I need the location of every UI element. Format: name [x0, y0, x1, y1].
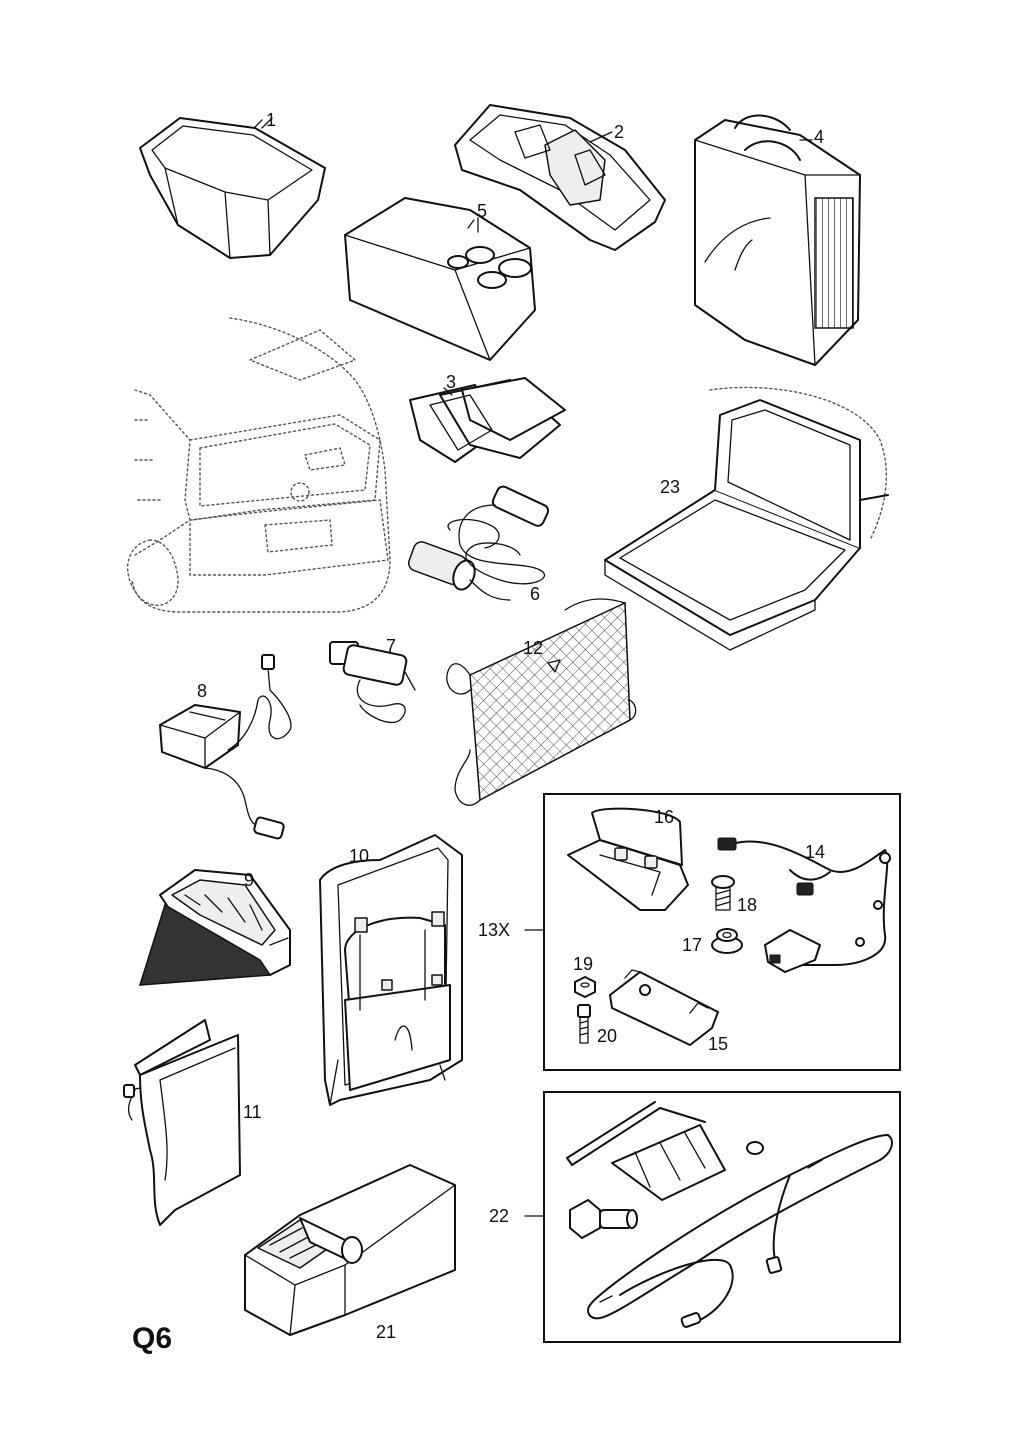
- callout-8: 8: [197, 681, 207, 701]
- part-17-grommet: [711, 928, 743, 954]
- callout-5: 5: [477, 201, 487, 221]
- callout-3: 3: [446, 372, 456, 392]
- callout-4: 4: [814, 127, 824, 147]
- callout-13x: 13X: [478, 920, 510, 940]
- part-4-canister: [694, 114, 861, 366]
- callout-14: 14: [805, 842, 825, 862]
- callout-15: 15: [708, 1034, 728, 1054]
- part-12-cargo-net: [446, 598, 637, 806]
- callout-9: 9: [244, 870, 254, 890]
- callout-12: 12: [523, 638, 543, 658]
- kit-22-frame: [543, 1091, 901, 1343]
- callout-19: 19: [573, 954, 593, 974]
- part-9-bin: [138, 869, 291, 986]
- part-11-litter-bag: [123, 1019, 241, 1226]
- part-7-charger: [329, 641, 416, 724]
- callout-7: 7: [386, 636, 396, 656]
- callout-leaders: [253, 119, 475, 396]
- part-1-storage-tray: [139, 117, 326, 259]
- callout-1: 1: [266, 110, 276, 130]
- callout-16: 16: [654, 807, 674, 827]
- part-23-seat-table: [604, 386, 889, 651]
- callout-11: 11: [243, 1102, 262, 1122]
- callout-10: 10: [349, 846, 369, 866]
- part-20-bolt: [577, 1004, 591, 1044]
- part-2-armrest-organiser: [454, 104, 666, 251]
- part-21-vacuum: [244, 1164, 456, 1336]
- kit-13x-frame: [543, 793, 901, 1071]
- page-code: Q6: [132, 1322, 172, 1355]
- callout-20: 20: [597, 1026, 617, 1046]
- callout-23: 23: [660, 477, 680, 497]
- part-15-bracket: [609, 969, 719, 1046]
- callout-17: 17: [682, 935, 702, 955]
- callout-2: 2: [614, 122, 624, 142]
- part-19-nut: [574, 976, 596, 998]
- callout-labels: 1 2 4 5 3 23 6 7 12 8 16 10 14 9 18 13X …: [132, 110, 825, 1355]
- part-14-wiring-harness: [717, 837, 891, 973]
- callout-21: 21: [376, 1322, 396, 1342]
- callout-18: 18: [737, 895, 757, 915]
- vehicle-outline: [126, 317, 391, 613]
- part-5-cooler-box: [344, 197, 536, 361]
- part-22-bike-carrier: [566, 1101, 893, 1328]
- part-10-seatback-organiser: [319, 834, 463, 1106]
- part-6-power-adapter: [408, 485, 550, 601]
- part-18-screw: [711, 875, 735, 911]
- part-8-transformer: [159, 654, 292, 840]
- part-16-cover-plate: [567, 807, 689, 911]
- callout-22: 22: [489, 1206, 509, 1226]
- part-3-floor-mats: [409, 377, 566, 463]
- callout-6: 6: [530, 584, 540, 604]
